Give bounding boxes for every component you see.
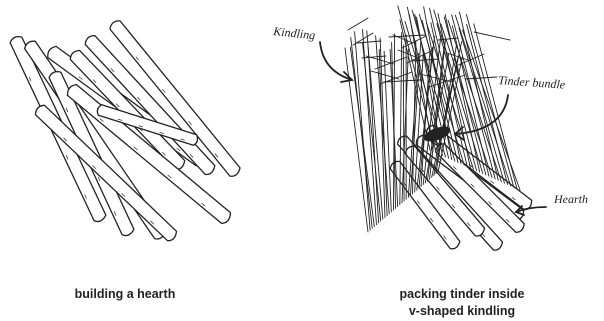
hearth-under-kindling [390,125,531,250]
kindling-twig [348,18,368,30]
kindling-stick [355,32,371,231]
caption-right-line-2: v-shaped kindling [372,303,552,320]
kindling-twig [474,32,510,40]
hearth-illustration [10,21,240,241]
hearth-label: Hearth [553,192,588,206]
kindling-twig [362,56,386,58]
caption-packing-tinder: packing tinder inside v-shaped kindling [372,286,552,320]
tinder-bundle-label: Tinder bundle [498,73,566,92]
caption-left-text: building a hearth [75,287,176,301]
kindling-stick [408,53,418,197]
kindling-label: Kindling [272,24,316,42]
caption-right-line-1: packing tinder inside [372,286,552,303]
kindling-twig [357,41,381,43]
caption-building-hearth: building a hearth [40,286,210,303]
